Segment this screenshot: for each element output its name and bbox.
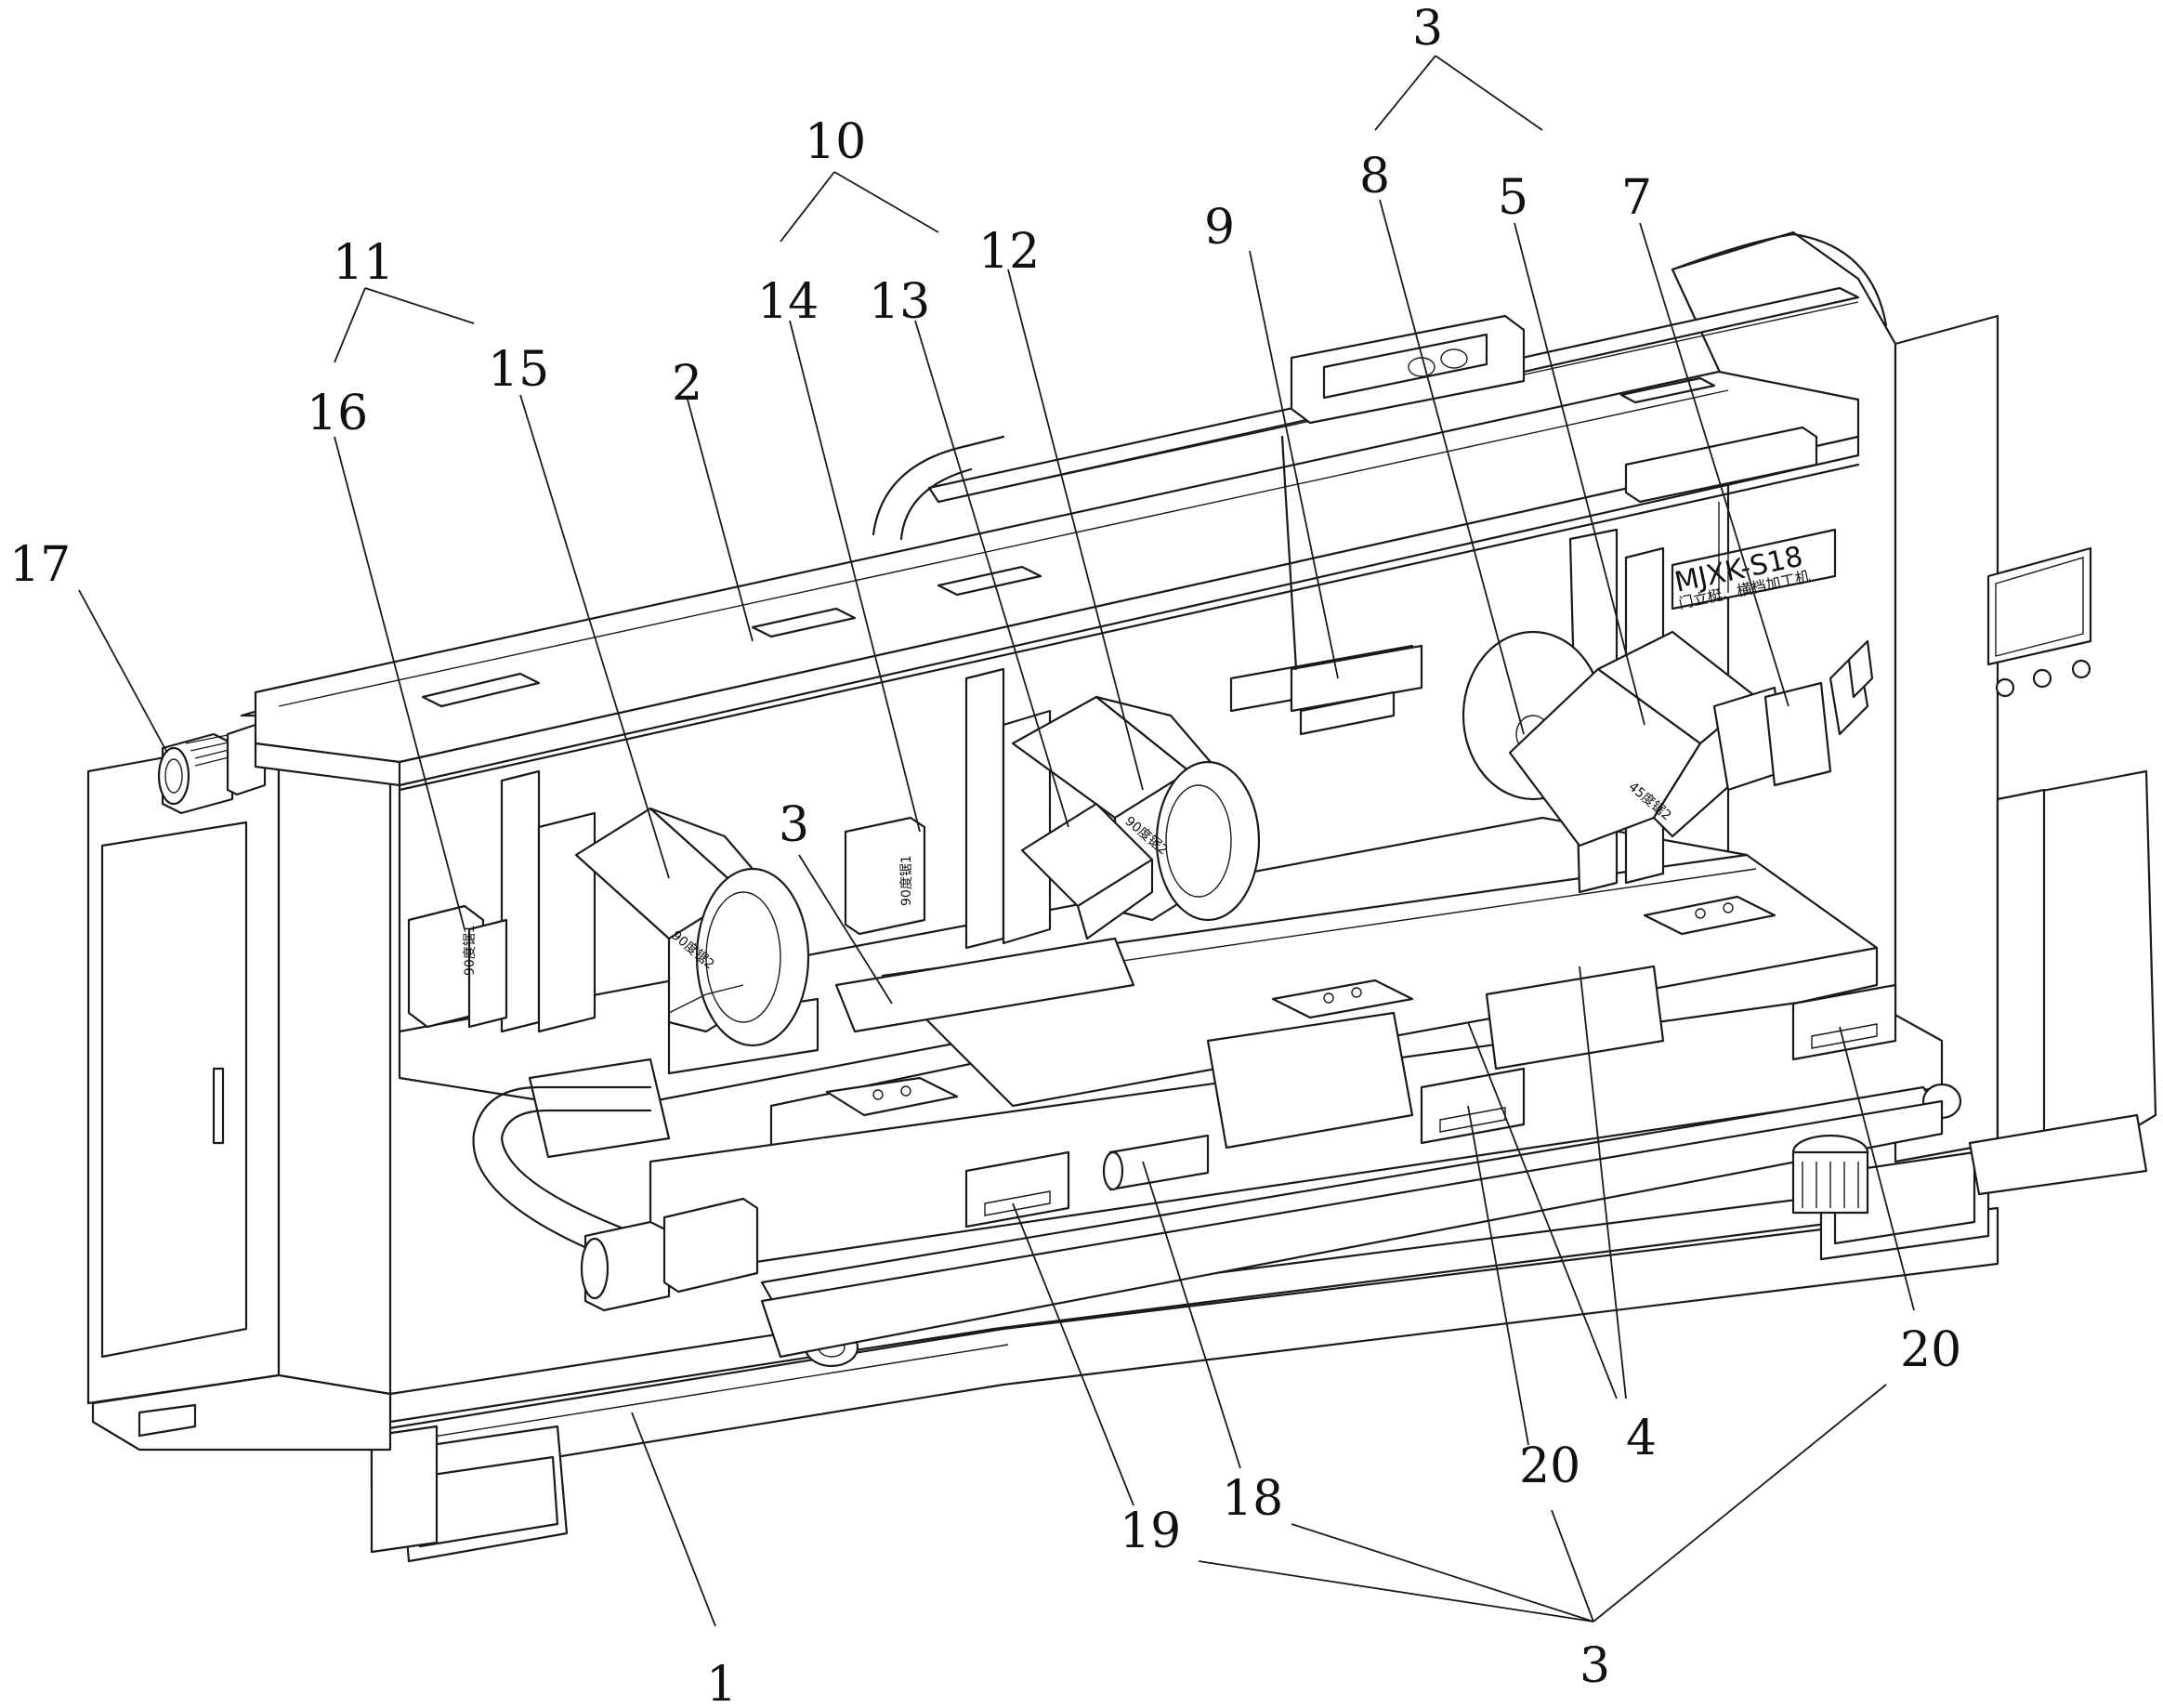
ref-10: 9 [1204, 200, 1235, 256]
ref-3-top: 3 [1412, 1, 1443, 57]
ref-1: 1 [706, 1657, 737, 1708]
ref-18: 17 [9, 537, 71, 593]
ref-20-middle: 20 [1519, 1439, 1580, 1494]
ref-8: 7 [1621, 170, 1652, 226]
plate-middle-motor: 90度锯1 [899, 855, 914, 906]
ref-15: 14 [757, 274, 819, 330]
ref-19: 18 [1222, 1471, 1283, 1527]
left-cabinet [88, 688, 390, 1450]
ref-20-left: 19 [1120, 1504, 1181, 1559]
ref-14: 13 [869, 274, 930, 330]
plate-left-motor: 90度锯1 [463, 925, 478, 976]
ref-12: 11 [333, 235, 394, 291]
ref-16: 15 [488, 342, 549, 398]
ref-9: 8 [1359, 149, 1390, 204]
ref-20-right: 20 [1900, 1322, 1961, 1378]
ref-2: 2 [672, 356, 702, 412]
ref-13: 12 [978, 224, 1040, 280]
ref-17: 16 [307, 386, 368, 441]
ref-5: 4 [1626, 1411, 1657, 1466]
ref-11: 10 [805, 114, 866, 170]
ref-4: 3 [1580, 1638, 1610, 1694]
ref-3-middle: 3 [779, 797, 809, 853]
ref-7: 5 [1498, 170, 1528, 226]
